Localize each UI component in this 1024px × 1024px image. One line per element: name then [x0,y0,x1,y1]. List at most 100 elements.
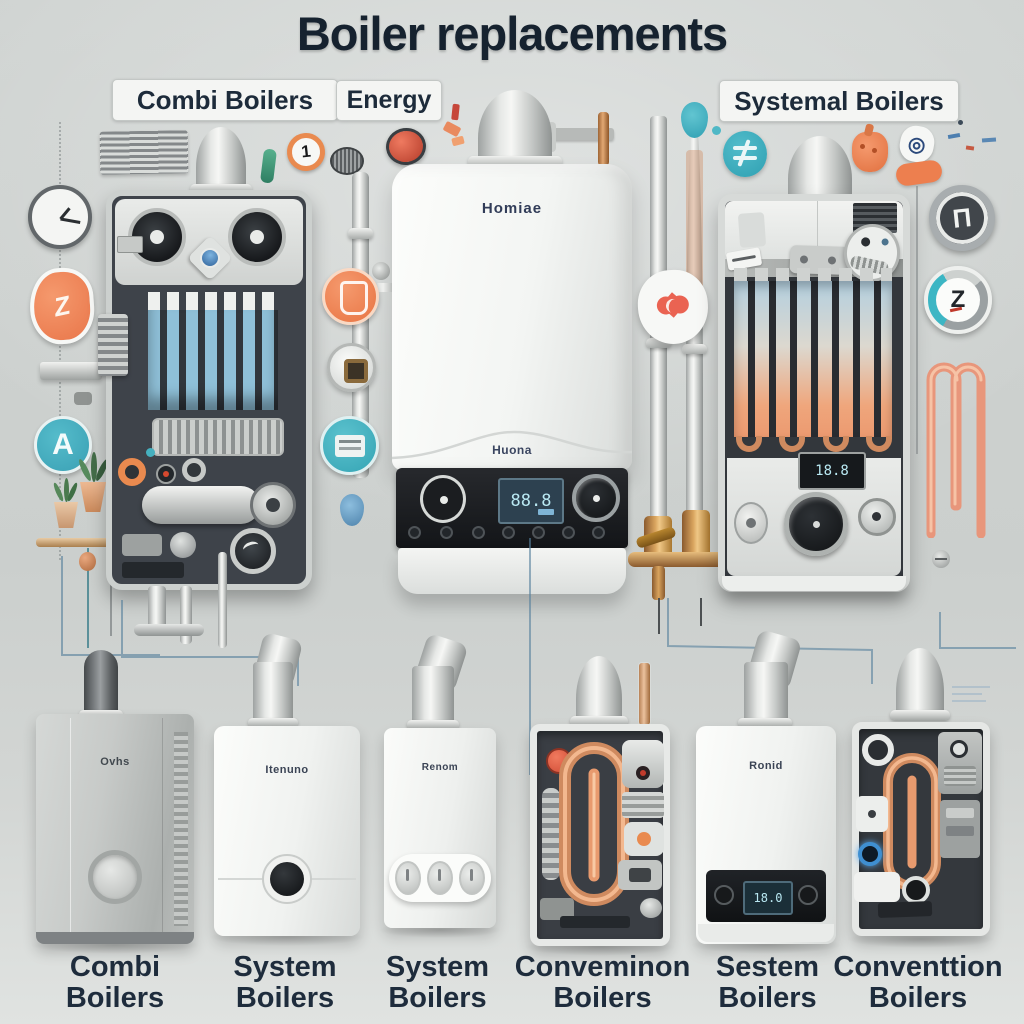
unit6-dark-mark [877,901,933,918]
bottom-label-3: System Boilers [355,952,520,1014]
scatter-dots [958,120,963,125]
bottom-label-1-line2: Boilers [65,982,165,1014]
center-brand-top: Homiae [481,200,543,217]
unit3-flue-collar [407,720,459,729]
label-systemal-boilers-text: Systemal Boilers [734,85,944,116]
unit4-flue-collar [570,716,628,726]
pipe-collar-a [646,338,671,348]
unit5-lcd: 18.0 [743,881,793,915]
center-control-panel: 88.8 [396,468,628,548]
unit6-dark-circle [902,876,930,904]
unit4-ridged-cylinder [542,788,560,880]
pipe-collar-b [682,344,707,354]
rb-left-knob [734,502,768,544]
hanging-wire [916,186,918,454]
rb-card-tab [737,212,767,248]
z-ring-badge: Z [924,266,992,334]
u-bend-icon [822,436,849,452]
panel-button-5 [532,526,545,539]
letter-a-badge: A [34,416,92,474]
small-roller [170,532,196,558]
center-boiler-skirt [398,548,626,594]
clock-hand-minute [60,217,81,224]
plant-leaves-1 [52,478,79,504]
heat-tubes-blue [148,310,278,410]
shelf-knob [74,392,92,405]
wall-clock-icon [28,185,92,249]
target-glyph: ◎ [906,132,928,157]
center-brand-mid: Huona [492,443,532,457]
orange-blob-icon [894,158,944,188]
rb-tube-caps [734,268,892,281]
panel-button-4 [502,526,515,539]
bottom-label-6-line1: Conventtion [833,951,1003,983]
not-equal-icon [723,131,767,177]
bottom-label-6-line2: Boilers [868,982,968,1014]
unit6-block-right-top [938,732,982,794]
unit3-dial-3 [459,861,485,895]
scatter-mark-blue [947,132,961,140]
bottom-label-5-line1: Sestem [715,951,820,983]
shelf-ledge-icon [40,362,102,380]
teal-dot-small [712,126,721,135]
bottom-label-1: Combi Boilers [35,952,195,1014]
side-grille [98,314,128,376]
pi-glyph: Π [951,201,973,234]
bottom-label-5: Sestem Boilers [690,952,845,1014]
lamp-lens [230,528,276,574]
pipe-copper-tint [686,150,703,300]
copper-coil-icon [926,362,986,538]
small-block-a [122,534,162,556]
unit3-dial-1 [395,861,421,895]
mini-code-label [117,236,143,253]
page-title: Boiler replacements [296,7,728,60]
rb-right-knob [858,498,896,536]
bottom-label-2: System Boilers [205,952,365,1014]
finned-radiator [152,418,284,456]
brass-valve-b [682,510,710,558]
u-bend-icon [736,436,762,452]
left-dial [420,475,466,523]
droplet-z-badge: Z [27,265,97,347]
bottom-label-2-line2: Boilers [235,982,335,1014]
silver-ring-part [182,458,206,482]
unit3-brand: Renom [421,762,459,773]
unit5-brand: Ronid [749,760,783,772]
unit1-button [88,850,142,904]
unit5-knob-right [798,885,818,905]
unit1-body: Ovhs [36,714,194,944]
fan-speaker-right [228,208,286,266]
unit5-flue-collar [738,718,792,727]
panel-button-7 [592,526,605,539]
red-oval-button [383,125,429,168]
bottom-label-4: Conveminon Boilers [495,952,710,1014]
flue-collar [190,184,252,194]
combi-exploded-panel [98,190,312,590]
list-display-icon [320,416,379,475]
unit2-knob [262,854,312,904]
center-flue [478,90,552,164]
unit6-white-ring [862,734,894,766]
plant-pot-1 [54,502,78,528]
bottom-label-2-line1: System [233,951,337,983]
unit4-block-a [622,740,664,788]
center-lcd-display: 88.8 [498,478,564,524]
unit6-flue [896,648,944,716]
long-thin-pipe [218,552,227,648]
brass-cross-pipe [628,552,726,567]
unit4-foot-b [560,916,630,928]
unit5-skirt [698,924,834,942]
mid-pipe [352,172,369,478]
plant-pot-2 [80,482,106,512]
tank-end-cap [250,482,296,528]
red-dot-part [156,464,176,484]
panel-button-1 [408,526,421,539]
unit1-brand: Ovhs [100,756,130,768]
panel-pipe-elbow [134,624,204,636]
unit4-copper-coil [559,742,629,906]
unit4-foot-a [540,898,574,920]
bottom-label-3-line2: Boilers [388,982,487,1014]
unit5-knob-left [714,885,734,905]
mid-pipe-collar-1 [348,228,373,239]
